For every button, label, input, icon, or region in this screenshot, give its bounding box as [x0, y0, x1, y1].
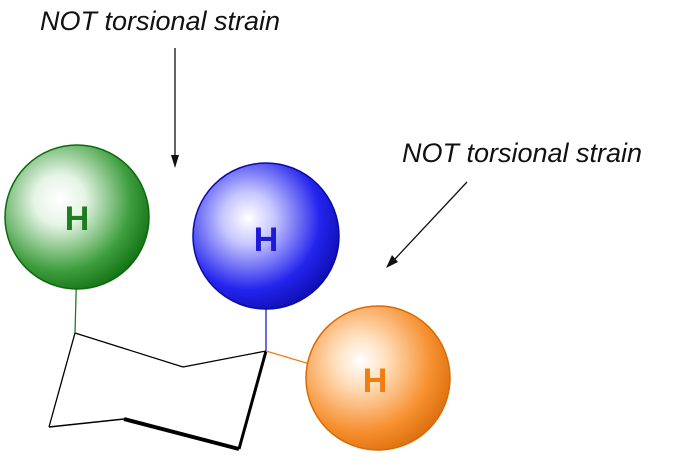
right-annotation-label: NOT torsional strain	[402, 138, 643, 168]
green-sphere	[4, 144, 150, 290]
top-annotation-label: NOT torsional strain	[40, 6, 281, 36]
right-arrowhead	[386, 255, 398, 268]
orange-sphere	[305, 305, 451, 451]
atom-label-right: H	[363, 362, 388, 400]
atom-label-middle: H	[254, 221, 279, 259]
hydrogen-left: H	[4, 144, 150, 290]
hydrogen-right: H	[305, 305, 451, 451]
blue-sphere	[192, 162, 340, 310]
right-arrow	[393, 181, 468, 261]
atom-label-left: H	[65, 200, 90, 238]
hydrogen-middle: H	[192, 162, 340, 310]
cyclohexane-ring	[48, 332, 268, 451]
top-arrowhead	[171, 155, 179, 168]
